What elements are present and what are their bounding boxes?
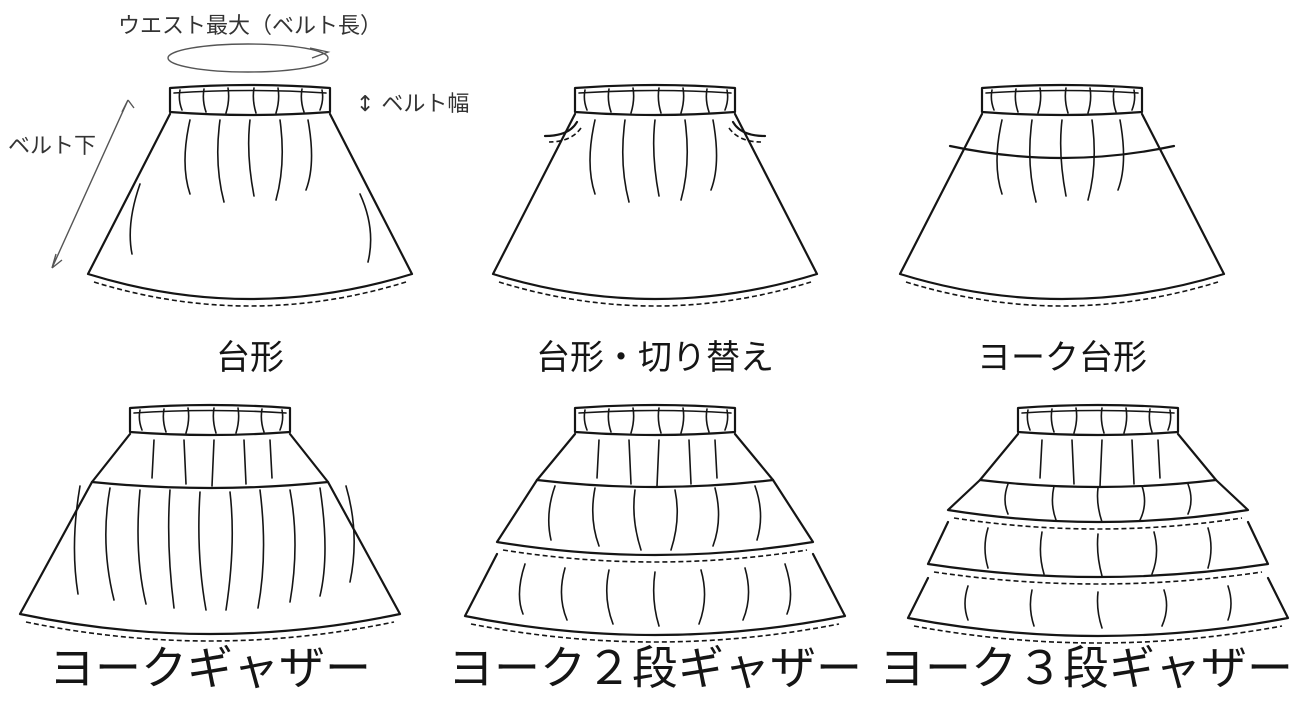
caption-skirt-1: 台形 xyxy=(216,338,284,378)
waist-max-label: ウエスト最大（ベルト長） xyxy=(118,14,383,39)
skirt-4-drawing xyxy=(18,403,402,642)
skirt-3-drawing xyxy=(898,83,1226,308)
skirt-6-drawing xyxy=(906,403,1290,644)
caption-skirt-6: ヨーク３段ギャザー xyxy=(879,641,1293,695)
caption-skirt-5: ヨーク２段ギャザー xyxy=(448,641,862,695)
measurement-arrows xyxy=(51,43,331,269)
skirt-1-drawing xyxy=(86,83,414,308)
skirt-2-drawing xyxy=(491,83,819,308)
below-belt-label: ベルト下 xyxy=(8,134,97,159)
belt-width-label: ↕ ベルト幅 xyxy=(356,92,470,117)
caption-skirt-4: ヨークギャザー xyxy=(49,641,371,695)
caption-skirt-2: 台形・切り替え xyxy=(536,338,774,378)
caption-skirt-3: ヨーク台形 xyxy=(977,338,1147,378)
skirt-5-drawing xyxy=(463,403,847,643)
